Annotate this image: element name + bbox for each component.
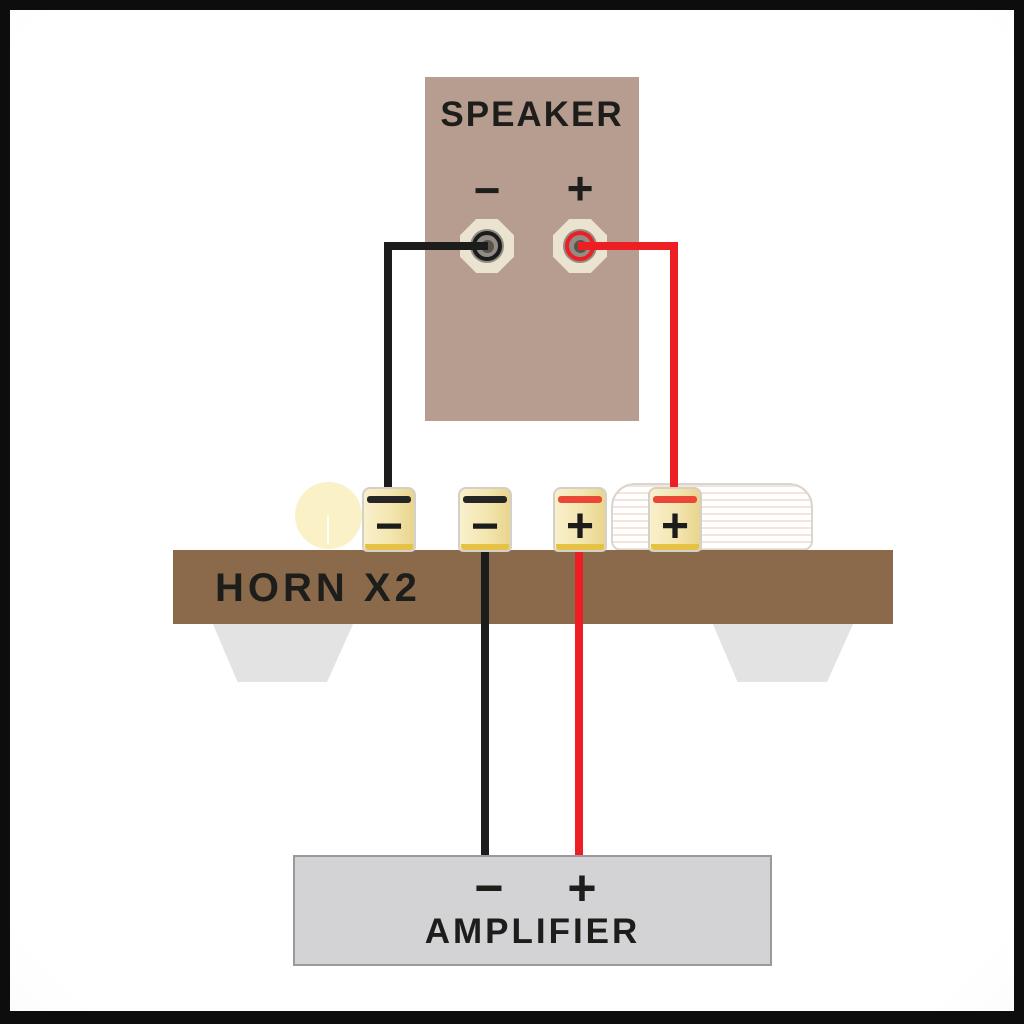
amplifier-minus-label: −	[474, 860, 504, 916]
terminal-symbol-label: −	[470, 500, 500, 553]
capacitor-highlight	[327, 515, 329, 544]
horn-terminal-negative-1: −	[362, 487, 416, 552]
inductor-coil-icon	[611, 483, 813, 551]
terminal-base	[365, 544, 413, 550]
terminal-base	[461, 544, 509, 550]
horn-board: HORN X2	[173, 550, 893, 624]
terminal-symbol-label: +	[565, 500, 595, 553]
horn-terminal-positive-2: +	[648, 487, 702, 552]
positive-wire-speaker-vertical	[670, 242, 678, 492]
positive-wire-speaker-horizontal	[578, 242, 678, 250]
terminal-base	[556, 544, 604, 550]
speaker-title: SPEAKER	[440, 95, 624, 134]
speaker-plus-label: +	[566, 162, 594, 214]
horn-leg-right	[712, 622, 854, 682]
capacitor-icon	[295, 482, 362, 549]
terminal-symbol-label: −	[374, 500, 404, 553]
diagram-canvas: SPEAKER − +	[10, 10, 1014, 1011]
terminal-base	[651, 544, 699, 550]
polarity-stripe	[367, 496, 411, 503]
horn-terminal-positive-1: +	[553, 487, 607, 552]
speaker-minus-label: −	[473, 164, 501, 216]
horn-terminal-negative-2: −	[458, 487, 512, 552]
negative-wire-to-amplifier	[481, 515, 489, 857]
horn-leg-left	[212, 622, 354, 682]
horn-label: HORN X2	[215, 566, 421, 610]
polarity-stripe	[463, 496, 507, 503]
amplifier-title: AMPLIFIER	[424, 912, 641, 951]
terminal-symbol-label: +	[660, 500, 690, 553]
amplifier-plus-label: +	[567, 860, 597, 916]
negative-wire-speaker-vertical	[384, 242, 392, 492]
positive-wire-to-amplifier	[575, 515, 583, 857]
negative-wire-speaker-horizontal	[384, 242, 488, 250]
polarity-stripe	[558, 496, 602, 503]
polarity-stripe	[653, 496, 697, 503]
amplifier-box: − + AMPLIFIER	[293, 855, 772, 966]
